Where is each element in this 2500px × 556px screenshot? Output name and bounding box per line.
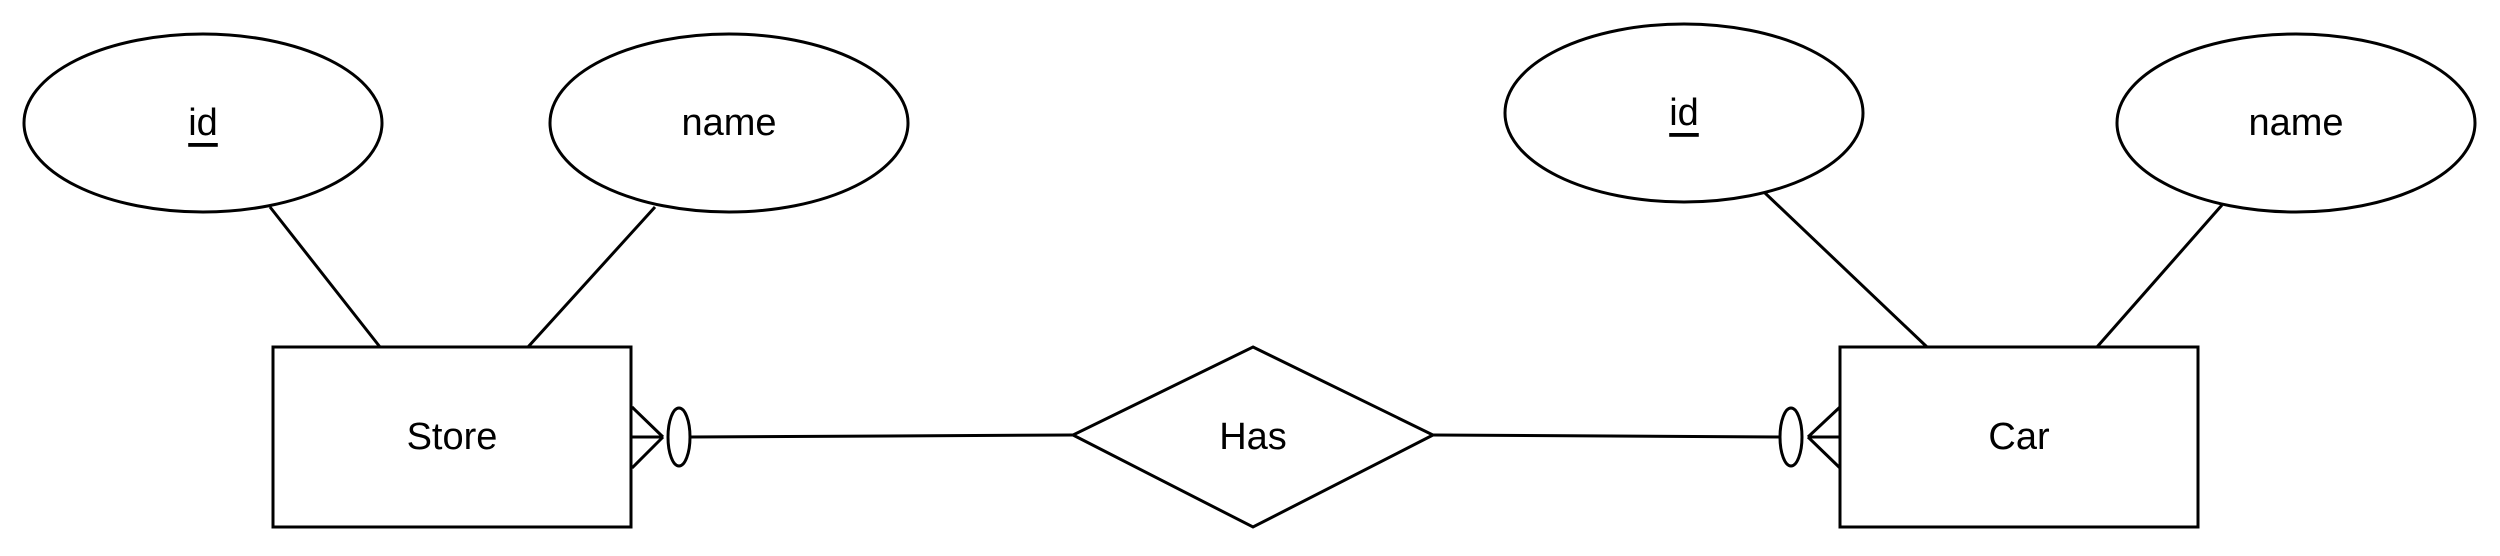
store-entity[interactable]: Store [271, 345, 633, 529]
store-entity-label: Store [407, 416, 498, 458]
store-name-attribute[interactable]: name [548, 32, 910, 214]
car-entity-label: Car [1988, 416, 2050, 458]
has-car-connector [1432, 433, 1781, 439]
store-id-attribute[interactable]: id [22, 32, 384, 214]
car-id-label: id [1669, 92, 1699, 134]
car-name-label: name [2248, 102, 2343, 144]
car-side-crowsfoot-icon [1778, 405, 1842, 470]
store-id-connector [268, 206, 382, 348]
store-name-label: name [681, 102, 776, 144]
has-relationship[interactable]: Has [1069, 345, 1437, 529]
has-relationship-label: Has [1219, 416, 1287, 458]
car-entity[interactable]: Car [1838, 345, 2200, 529]
store-has-connector [689, 433, 1074, 439]
car-id-connector [1763, 191, 1929, 349]
car-id-attribute[interactable]: id [1503, 22, 1865, 204]
car-name-connector [2095, 204, 2224, 348]
store-name-connector [526, 205, 657, 349]
car-name-attribute[interactable]: name [2115, 32, 2477, 214]
store-side-crowsfoot-icon [630, 405, 692, 470]
store-id-label: id [188, 102, 218, 144]
